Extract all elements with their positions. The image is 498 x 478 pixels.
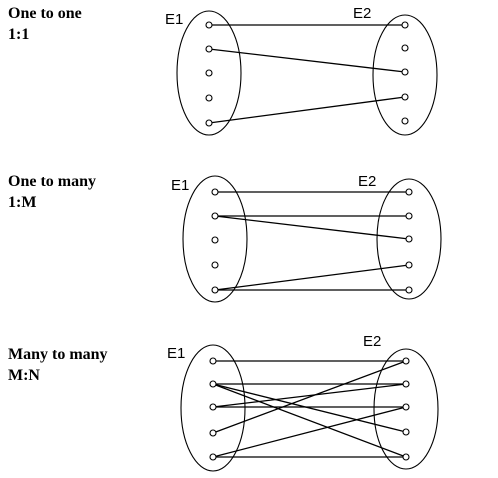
left-entity-label: E1 xyxy=(167,345,185,362)
panel-2-title: One to many xyxy=(8,173,96,190)
panel-3-title: Many to many xyxy=(8,346,108,363)
right-entity-instance xyxy=(401,68,409,76)
panel-2-notation: 1:M xyxy=(8,194,37,211)
panel-2-diagram: E1 E2 xyxy=(171,173,442,303)
right-entity-set xyxy=(372,14,438,136)
right-entity-instance xyxy=(402,428,410,436)
left-entity-label: E1 xyxy=(171,177,189,194)
right-entity-label: E2 xyxy=(363,333,381,350)
relationship-line xyxy=(212,383,407,433)
relationship-line xyxy=(212,383,407,408)
left-entity-instance xyxy=(205,94,213,102)
right-entity-instance xyxy=(405,188,413,196)
right-entity-instance xyxy=(405,212,413,220)
relationship-line xyxy=(214,215,410,240)
relationship-line xyxy=(212,383,407,458)
relationship-line xyxy=(212,360,407,434)
left-entity-instance xyxy=(209,453,217,461)
panel-3-notation: M:N xyxy=(8,367,40,384)
right-entity-instance xyxy=(402,453,410,461)
left-entity-instance xyxy=(205,21,213,29)
right-entity-instance xyxy=(401,117,409,125)
left-entity-instance xyxy=(211,212,219,220)
right-entity-instance xyxy=(402,357,410,365)
right-entity-instance xyxy=(405,286,413,294)
left-entity-instance xyxy=(211,261,219,269)
left-entity-instance xyxy=(205,119,213,127)
left-entity-set xyxy=(180,344,246,472)
left-entity-instance xyxy=(211,188,219,196)
left-entity-set xyxy=(176,10,242,136)
right-entity-instance xyxy=(405,261,413,269)
left-entity-instance xyxy=(209,429,217,437)
panel-1-diagram: E1 E2 xyxy=(165,5,438,136)
right-entity-instance xyxy=(405,235,413,243)
panel-3-diagram: E1 E2 xyxy=(167,333,439,472)
panel-1-title: One to one xyxy=(8,5,82,22)
relationship-line xyxy=(208,96,406,124)
left-entity-instance xyxy=(205,45,213,53)
right-entity-instance xyxy=(401,21,409,29)
left-entity-label: E1 xyxy=(165,11,183,28)
right-entity-set xyxy=(376,178,442,300)
left-entity-instance xyxy=(209,357,217,365)
right-entity-instance xyxy=(402,380,410,388)
left-entity-instance xyxy=(209,380,217,388)
relationship-line xyxy=(208,48,406,73)
right-entity-instance xyxy=(402,403,410,411)
right-entity-instance xyxy=(401,93,409,101)
right-entity-set xyxy=(373,348,439,470)
panel-1-notation: 1:1 xyxy=(8,26,30,43)
left-entity-instance xyxy=(211,286,219,294)
left-entity-instance xyxy=(205,69,213,77)
left-entity-set xyxy=(182,175,248,303)
right-entity-instance xyxy=(401,44,409,52)
right-entity-label: E2 xyxy=(358,173,376,190)
relationship-line xyxy=(212,406,407,458)
left-entity-instance xyxy=(211,236,219,244)
relationship-line xyxy=(214,264,410,291)
right-entity-label: E2 xyxy=(353,5,371,22)
left-entity-instance xyxy=(209,403,217,411)
